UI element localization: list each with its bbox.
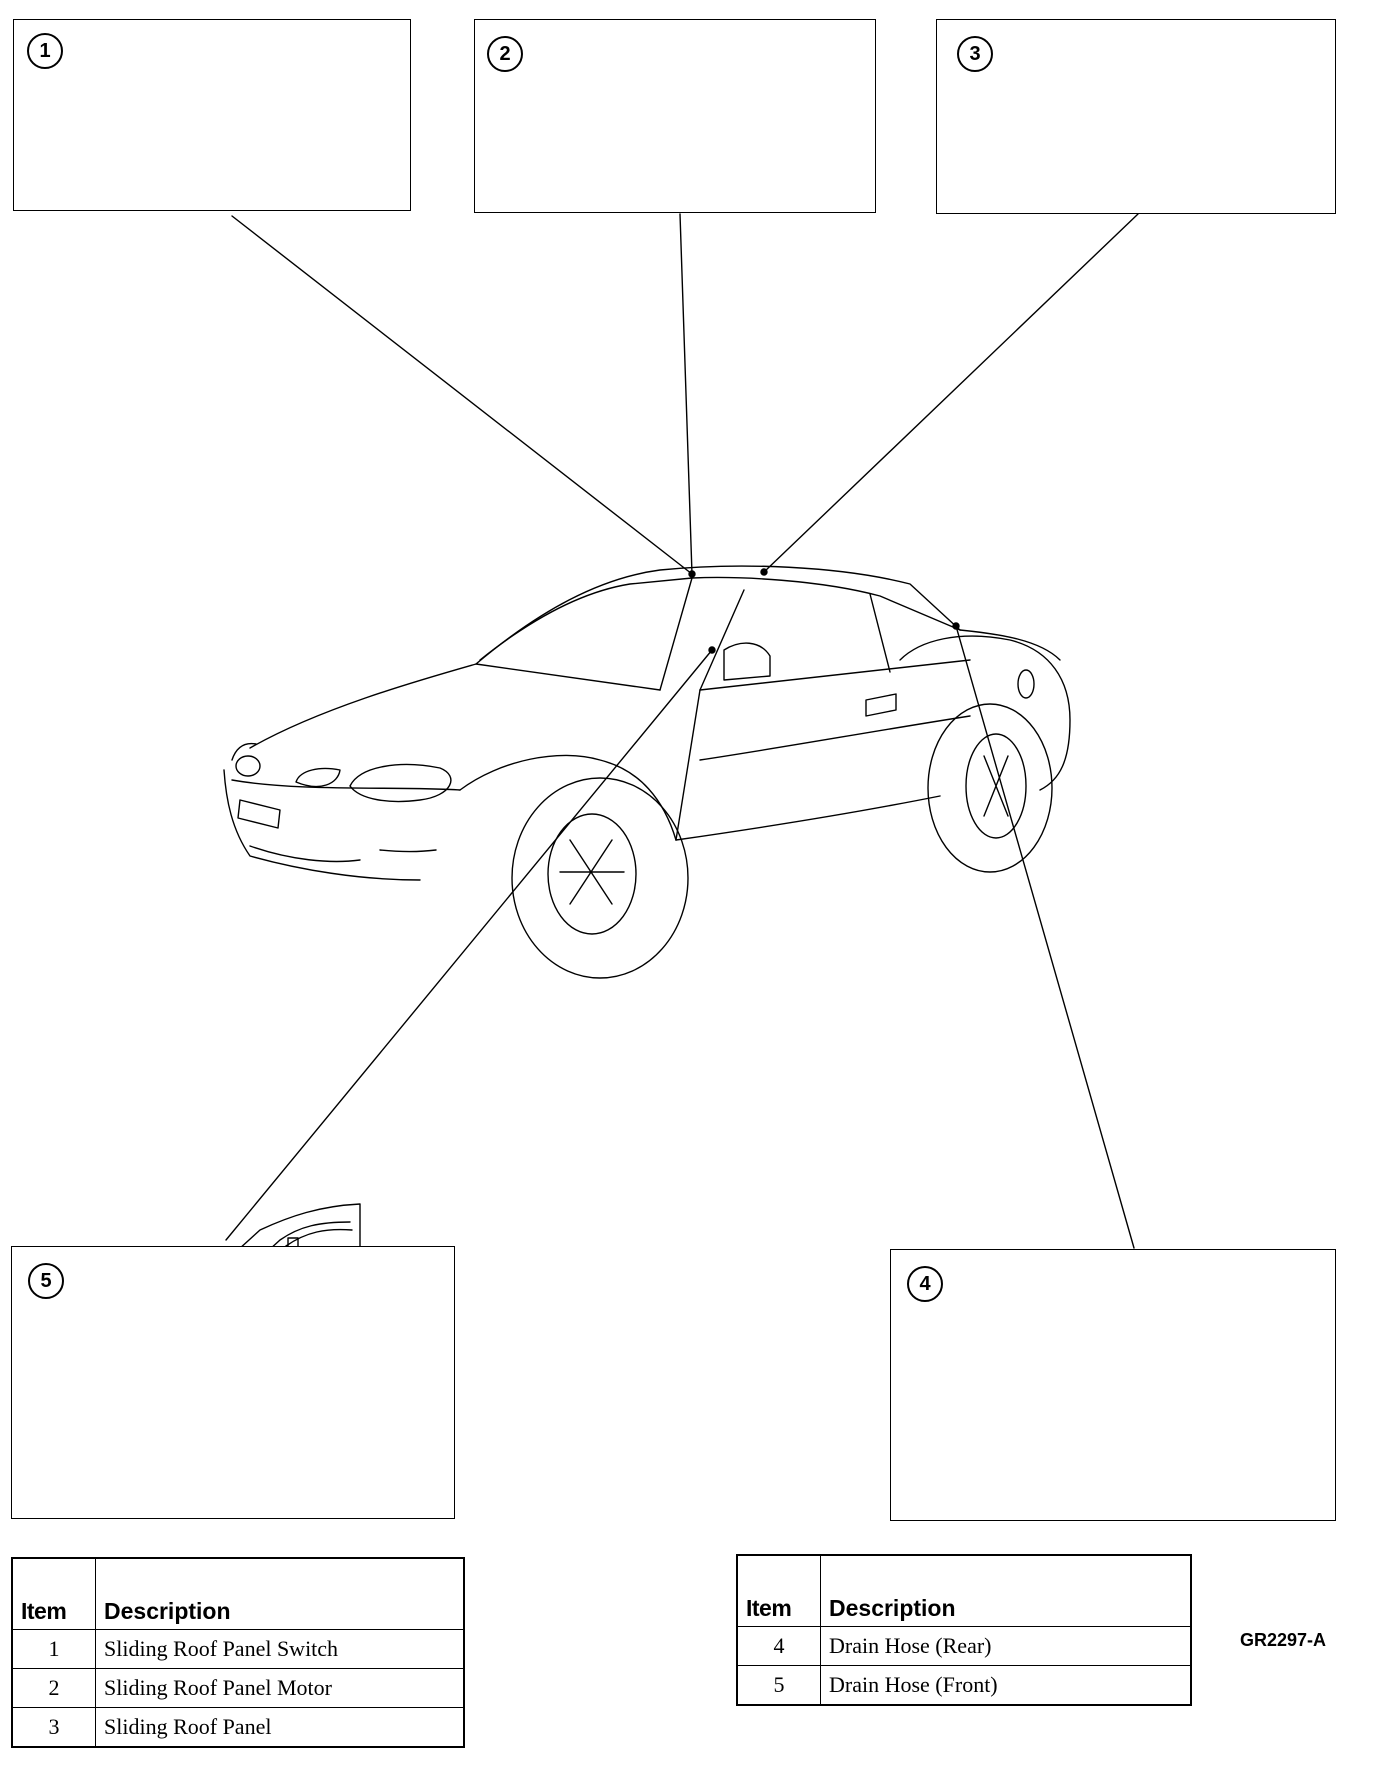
table-header-row: Item Description	[11, 1557, 465, 1630]
column-header-item: Item	[736, 1554, 821, 1627]
callout-5: 5	[28, 1263, 64, 1299]
detail-box-front-drain-hose: 5	[11, 1246, 455, 1519]
leader-line-5	[225, 649, 713, 1241]
column-header-description: Description	[820, 1554, 1192, 1627]
detail-box-motor: 2	[474, 19, 876, 213]
leader-line-1	[231, 215, 693, 575]
figure-id: GR2297-A	[1240, 1630, 1327, 1650]
item-number: 5	[736, 1665, 821, 1706]
leader-line-2	[679, 213, 693, 575]
table-row: 4 Drain Hose (Rear)	[736, 1626, 1192, 1666]
table-row: 5 Drain Hose (Front)	[736, 1665, 1192, 1706]
item-description: Sliding Roof Panel	[95, 1707, 465, 1748]
table-header-row: Item Description	[736, 1554, 1192, 1627]
item-description: Sliding Roof Panel Switch	[95, 1629, 465, 1669]
item-number: 2	[11, 1668, 96, 1708]
car-illustration	[223, 565, 1071, 979]
item-description: Drain Hose (Rear)	[820, 1626, 1192, 1666]
item-description: Drain Hose (Front)	[820, 1665, 1192, 1706]
callout-1: 1	[27, 33, 63, 69]
detail-box-switch: 1	[13, 19, 411, 211]
detail-box-roof-panel: 3	[936, 19, 1336, 214]
item-number: 1	[11, 1629, 96, 1669]
callout-2: 2	[487, 36, 523, 72]
item-number: 4	[736, 1626, 821, 1666]
callout-4: 4	[907, 1266, 943, 1302]
table-row: 3 Sliding Roof Panel	[11, 1707, 465, 1748]
detail-box-rear-drain-hose: 4	[890, 1249, 1336, 1521]
legend-table-1: Item Description 1 Sliding Roof Panel Sw…	[11, 1557, 465, 1748]
column-header-item: Item	[11, 1557, 96, 1630]
item-description: Sliding Roof Panel Motor	[95, 1668, 465, 1708]
callout-3: 3	[957, 36, 993, 72]
legend-table-2: Item Description 4 Drain Hose (Rear) 5 D…	[736, 1554, 1192, 1706]
table-row: 2 Sliding Roof Panel Motor	[11, 1668, 465, 1708]
item-number: 3	[11, 1707, 96, 1748]
column-header-description: Description	[95, 1557, 465, 1630]
leader-line-4	[955, 625, 1135, 1249]
table-row: 1 Sliding Roof Panel Switch	[11, 1629, 465, 1669]
leader-line-3	[763, 213, 1139, 573]
